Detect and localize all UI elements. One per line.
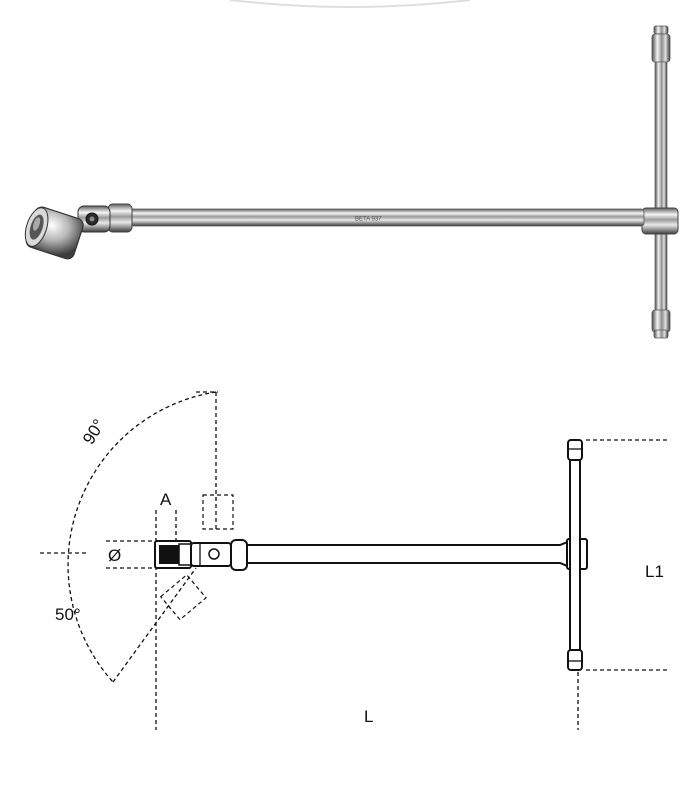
drawing-collar <box>230 539 248 571</box>
tool-drawing <box>40 391 668 730</box>
background-arc <box>229 0 471 8</box>
drawing-shaft <box>246 539 571 569</box>
angled-guide <box>112 567 197 683</box>
drawing-universal-joint <box>190 542 232 567</box>
angle-upper-label: 90° <box>79 416 109 448</box>
photo-cross-block <box>641 207 679 235</box>
ghost-socket-upper <box>202 494 234 530</box>
dim-length-label: L <box>364 707 373 726</box>
dim-a-label: A <box>160 490 172 509</box>
ghost-socket-lower <box>159 573 207 621</box>
photo-shaft-collar <box>107 203 133 233</box>
shaft-marking: BETA 937 <box>355 217 382 223</box>
dim-handle-label: L1 <box>645 562 664 581</box>
angle-lower-label: 50° <box>55 605 81 624</box>
drawing-socket <box>154 540 192 569</box>
photo-socket <box>24 206 84 260</box>
photo-t-handle <box>651 25 671 339</box>
photo-universal-joint <box>77 205 111 233</box>
tool-photo: BETA 937 <box>24 0 679 339</box>
photo-shaft <box>121 208 645 227</box>
drawing-t-handle <box>567 439 583 671</box>
dim-diameter-label: Ø <box>108 546 121 565</box>
